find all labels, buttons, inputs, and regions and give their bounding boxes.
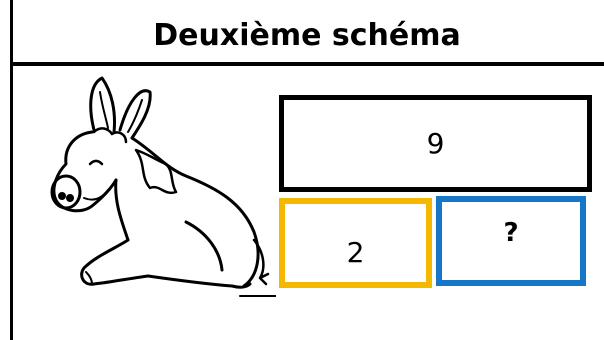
donkey-back — [130, 136, 260, 288]
donkey-illustration — [50, 76, 276, 297]
title-divider — [10, 62, 604, 66]
donkey-tail — [252, 238, 270, 286]
total-box: 9 — [279, 95, 592, 192]
donkey-muzzle — [50, 174, 82, 210]
page-title: Deuxième schéma — [153, 17, 461, 53]
donkey-head — [52, 130, 118, 213]
unknown-part-box: ? — [436, 196, 586, 286]
donkey-front-legs — [80, 238, 150, 286]
donkey-eye — [88, 159, 104, 166]
donkey-right-ear — [118, 89, 152, 140]
frame-left-border — [10, 0, 13, 340]
donkey-hind-leg — [184, 220, 224, 272]
donkey-left-ear — [89, 76, 116, 134]
known-part-box: 2 — [279, 198, 432, 288]
